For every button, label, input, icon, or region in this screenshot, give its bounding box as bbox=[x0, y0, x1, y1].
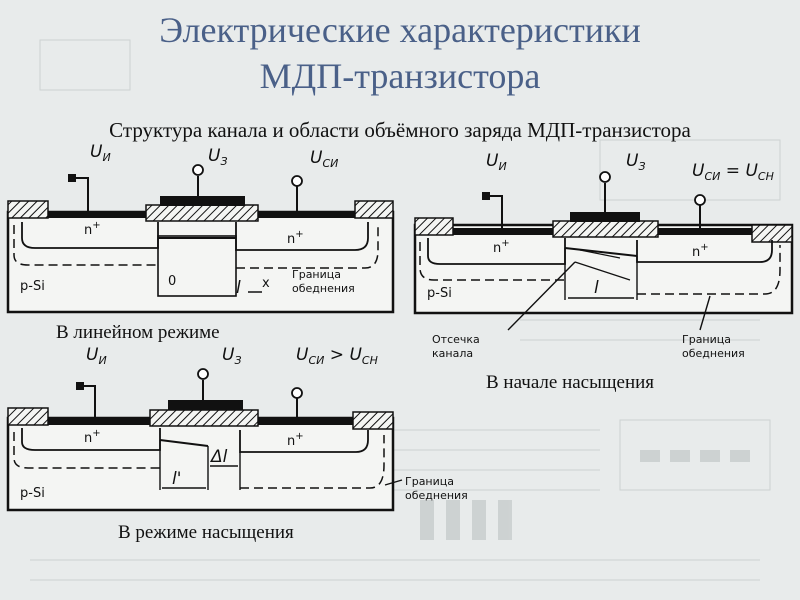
field-oxide-right-3 bbox=[352, 411, 394, 430]
gate-oxide-3 bbox=[149, 409, 259, 427]
depletion-label-2a: Граница bbox=[682, 333, 731, 346]
field-oxide-left-2 bbox=[414, 217, 454, 236]
length-label-2: l bbox=[594, 278, 599, 298]
gate-electrode-3 bbox=[168, 400, 243, 410]
page-title-line2: МДП-транзистора bbox=[259, 56, 541, 96]
source-contact bbox=[72, 177, 89, 212]
n-plus-drain-region bbox=[235, 222, 369, 251]
substrate-label-3: p-Si bbox=[20, 486, 45, 501]
field-oxide-right-2 bbox=[751, 224, 793, 243]
n-plus-drain-region-2 bbox=[636, 240, 773, 263]
length-label: l bbox=[236, 278, 241, 298]
n-plus-label-source-3: n+ bbox=[84, 428, 101, 446]
n-plus-drain-region-3 bbox=[239, 430, 369, 453]
source-metal-3 bbox=[45, 418, 150, 425]
source-contact-3 bbox=[80, 385, 96, 418]
n-plus-source-region-2 bbox=[427, 238, 566, 265]
caption-saturation-start: В начале насыщения bbox=[486, 372, 655, 393]
source-metal-2 bbox=[450, 228, 555, 235]
depletion-label-1: Граница bbox=[292, 268, 341, 281]
field-oxide-right bbox=[354, 200, 394, 219]
substrate-label-2: p-Si bbox=[427, 286, 452, 301]
depletion-boundary-2 bbox=[419, 242, 781, 295]
drain-metal bbox=[255, 211, 355, 218]
diagram-saturation-start: n+ n+ p-Si l Отсечка канала Граница обед… bbox=[413, 151, 794, 360]
cutoff-label-2: канала bbox=[432, 347, 473, 360]
x-axis-label: x bbox=[262, 276, 270, 291]
depletion-label-3b: обеднения bbox=[405, 489, 468, 502]
cutoff-label-1: Отсечка bbox=[432, 333, 480, 346]
voltage-gate-label: UЗ bbox=[208, 146, 228, 168]
depletion-label-3a: Граница bbox=[405, 475, 454, 488]
silicon-substrate bbox=[6, 210, 395, 314]
depletion-label-2: обеднения bbox=[292, 282, 355, 295]
lprime-label: l' bbox=[172, 469, 181, 489]
source-contact-2 bbox=[486, 195, 503, 228]
diagram-linear-mode: n+ n+ p-Si 0 l x Граница обеднения UИ UЗ… bbox=[6, 142, 395, 314]
channel-depletion-box bbox=[157, 235, 237, 297]
silicon-substrate-3 bbox=[6, 416, 395, 512]
gate-oxide-2 bbox=[552, 220, 659, 238]
page-title-line1: Электрические характеристики bbox=[159, 10, 641, 50]
substrate-label: p-Si bbox=[20, 279, 45, 294]
field-oxide-left-3 bbox=[7, 407, 49, 426]
n-plus-label-drain-2: n+ bbox=[692, 242, 709, 260]
depletion-boundary-3 bbox=[13, 432, 385, 489]
field-oxide-left bbox=[7, 200, 49, 219]
voltage-drain-gt-label: UСИ > UСН bbox=[296, 345, 378, 367]
voltage-source-label: UИ bbox=[90, 142, 111, 164]
depletion-boundary bbox=[13, 225, 379, 269]
voltage-gate-label-2: UЗ bbox=[626, 151, 646, 173]
voltage-source-label-2: UИ bbox=[486, 151, 507, 173]
n-plus-label-drain: n+ bbox=[287, 229, 304, 247]
caption-linear-mode: В линейном режиме bbox=[56, 322, 220, 343]
channel-3 bbox=[159, 439, 209, 447]
n-plus-source-region-3 bbox=[21, 428, 161, 451]
n-plus-label-source-2: n+ bbox=[493, 238, 510, 256]
channel-2 bbox=[564, 247, 638, 257]
source-metal bbox=[45, 211, 148, 218]
origin-label: 0 bbox=[168, 274, 176, 289]
diagram-saturation-mode: n+ n+ p-Si l' Δl Граница обеднения UИ UЗ… bbox=[6, 345, 468, 512]
gate-electrode-2 bbox=[570, 212, 640, 222]
gate-electrode bbox=[160, 196, 245, 206]
voltage-source-label-3: UИ bbox=[86, 345, 107, 367]
voltage-drain-eq-label: UСИ = UСН bbox=[692, 161, 774, 183]
voltage-gate-label-3: UЗ bbox=[222, 345, 242, 367]
delta-l-label: Δl bbox=[209, 447, 228, 467]
gate-oxide bbox=[145, 204, 259, 222]
voltage-drain-label: UСИ bbox=[310, 148, 338, 170]
depletion-label-2b: обеднения bbox=[682, 347, 745, 360]
n-plus-source-region bbox=[21, 222, 159, 249]
slide-subtitle: Структура канала и области объёмного зар… bbox=[109, 118, 691, 142]
silicon-substrate-2 bbox=[413, 223, 794, 315]
n-plus-label-drain-3: n+ bbox=[287, 431, 304, 449]
drain-metal-2 bbox=[655, 228, 755, 235]
n-plus-label-source: n+ bbox=[84, 220, 101, 238]
caption-saturation-mode: В режиме насыщения bbox=[118, 522, 294, 543]
drain-metal-3 bbox=[255, 418, 355, 425]
